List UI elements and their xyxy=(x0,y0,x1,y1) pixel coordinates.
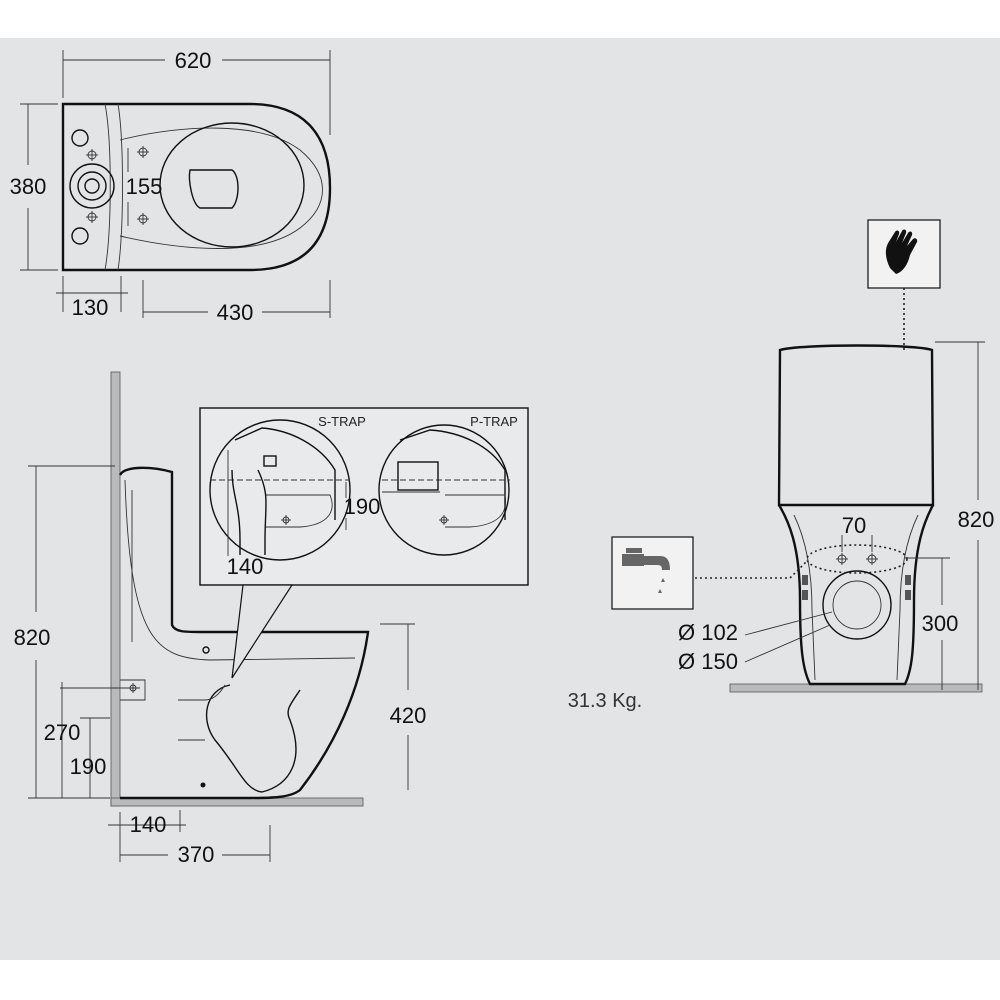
cistern-outlet-circle xyxy=(69,163,115,209)
top-view-outline xyxy=(61,102,332,272)
wall xyxy=(110,371,121,807)
trap-detail: S-TRAP P-TRAP 140 190 xyxy=(199,407,529,679)
dim-side-height: 820 xyxy=(14,625,51,650)
hand-icon xyxy=(885,229,918,274)
dim-outlet-offset: 130 xyxy=(72,295,109,320)
dim-bolt-spacing: 155 xyxy=(126,174,163,199)
dim-top-width: 380 xyxy=(10,174,47,199)
dim-top-length: 620 xyxy=(175,48,212,73)
dim-s-trap-distance: 140 xyxy=(227,554,264,579)
drain-hole xyxy=(188,169,239,209)
tap-icon xyxy=(622,548,670,593)
side-view: 820 270 190 420 140 370 xyxy=(14,371,427,867)
dim-front-inlet-height: 300 xyxy=(922,611,959,636)
s-trap-circle xyxy=(209,419,351,561)
s-trap-label: S-TRAP xyxy=(318,414,366,429)
p-trap-circle xyxy=(378,424,510,556)
outlet-inner-circle xyxy=(832,580,882,630)
dim-seat-height: 420 xyxy=(390,703,427,728)
weight-label: 31.3 Kg. xyxy=(568,690,643,712)
dim-p-trap-height: 190 xyxy=(344,494,381,519)
front-tank xyxy=(777,344,935,507)
front-base xyxy=(777,504,935,686)
water-supply-box xyxy=(611,536,694,610)
dim-base-depth: 370 xyxy=(178,842,215,867)
dim-outlet-height: 190 xyxy=(70,754,107,779)
front-view: 70 820 300 Ø 102 Ø 150 xyxy=(568,219,995,712)
dim-inner-diameter: Ø 102 xyxy=(678,620,738,645)
dim-fixing-spacing: 70 xyxy=(842,513,866,538)
dim-outer-diameter: Ø 150 xyxy=(678,649,738,674)
p-trap-label: P-TRAP xyxy=(470,414,518,429)
bowl-opening xyxy=(159,122,305,248)
outlet-outer-circle xyxy=(822,570,892,640)
dim-inlet-height: 270 xyxy=(44,720,81,745)
top-view: 620 380 155 130 430 xyxy=(10,48,332,325)
dim-front-height: 820 xyxy=(958,507,995,532)
side-view-outline xyxy=(118,466,370,800)
dim-bowl-length: 430 xyxy=(217,300,254,325)
fixing-hole-icons xyxy=(86,146,149,225)
dim-outlet-distance: 140 xyxy=(130,812,167,837)
